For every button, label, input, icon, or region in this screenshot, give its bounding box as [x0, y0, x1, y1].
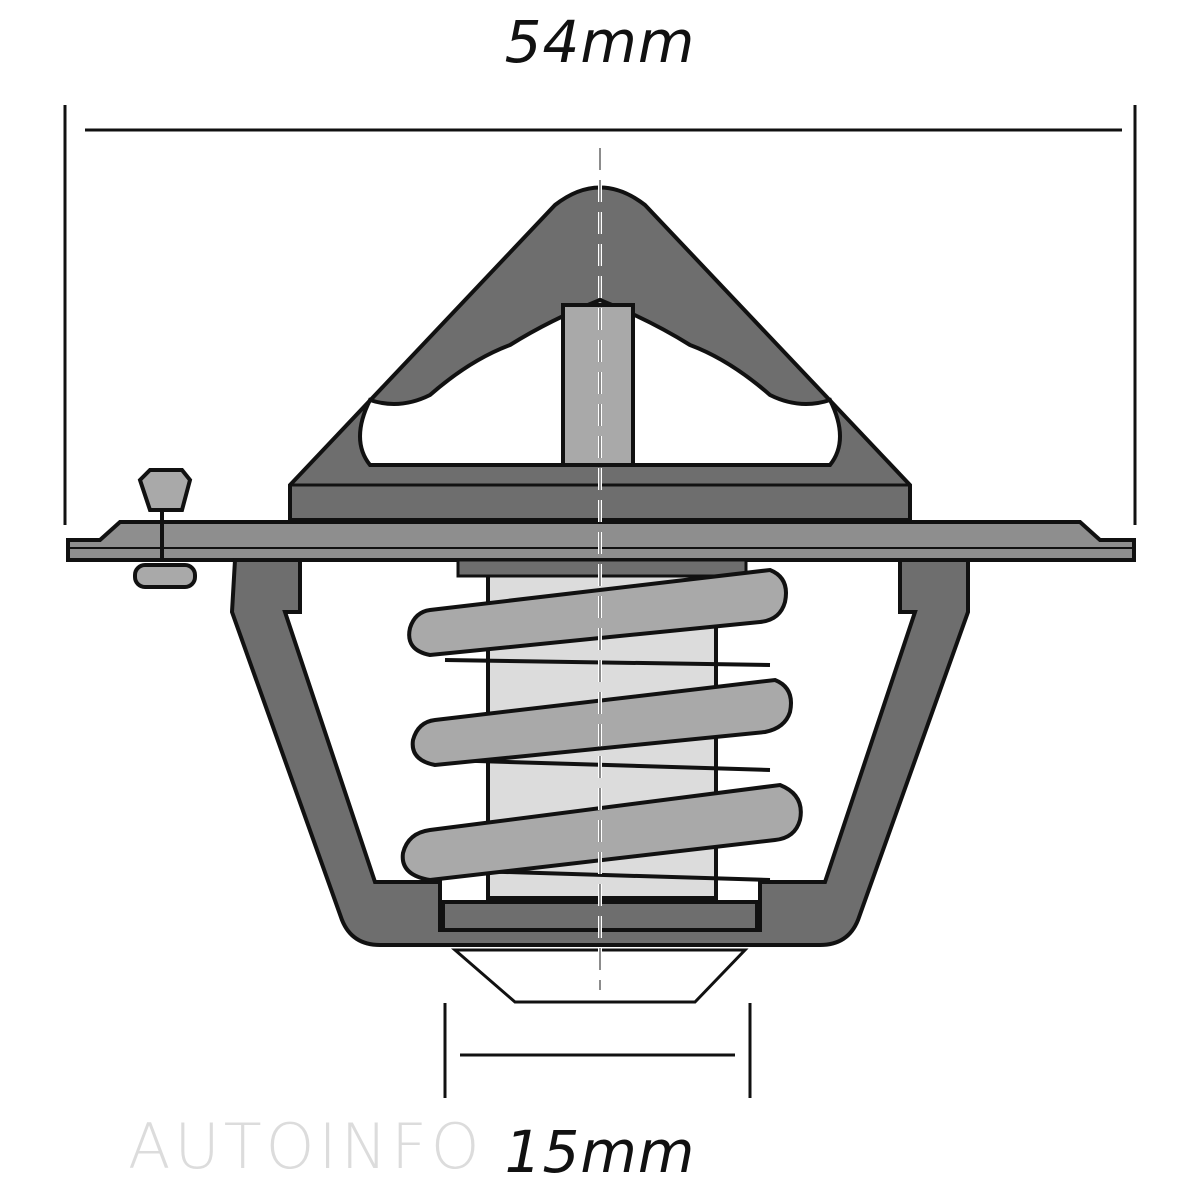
dimension-15mm-lines — [443, 1003, 752, 1098]
bottom-valve — [450, 948, 749, 1004]
overall-width-label: 54mm — [504, 8, 696, 76]
valve-width-label: 15mm — [504, 1118, 696, 1186]
jiggle-valve — [133, 468, 197, 589]
watermark-text: AUTOINFO — [128, 1110, 484, 1183]
dimension-54mm-lines — [63, 105, 1137, 525]
